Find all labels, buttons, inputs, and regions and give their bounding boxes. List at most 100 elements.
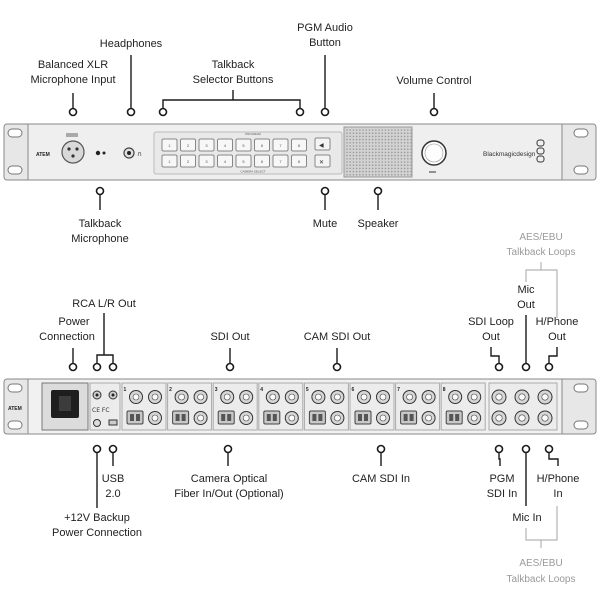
- selector-button-bottom[interactable]: [254, 154, 270, 168]
- callout-talkback-selector-l2: Selector Buttons: [193, 74, 274, 86]
- xlr-release-tab: [66, 133, 78, 137]
- selector-button-label: 2: [187, 159, 190, 164]
- selector-button-label: 6: [261, 159, 264, 164]
- selector-button-label: 2: [187, 143, 190, 148]
- front-brand: Blackmagicdesign: [483, 151, 536, 158]
- talkback-loop-connectors: [491, 389, 553, 426]
- selector-button-top[interactable]: [217, 138, 233, 152]
- channel-number: 4: [260, 387, 263, 393]
- optical-fiber-port: [126, 410, 144, 425]
- selector-button-top[interactable]: [272, 138, 289, 152]
- rack-slot: [573, 165, 589, 175]
- channel-number: 1: [124, 387, 127, 393]
- callout-cam-sdi-in: CAM SDI In: [352, 473, 410, 485]
- selector-button-label: 4: [224, 159, 227, 164]
- callout-mic-out-l2: Out: [517, 299, 535, 311]
- mute-button[interactable]: [314, 154, 331, 168]
- leader-dot: [68, 107, 78, 117]
- channel-number: 8: [443, 387, 446, 393]
- callout-cam-sdi-out: CAM SDI Out: [304, 331, 371, 343]
- selector-button-bottom[interactable]: [235, 154, 252, 168]
- rear-callouts-above: Power Connection RCA L/R Out SDI Out CAM…: [39, 232, 579, 372]
- callout-usb-l2: 2.0: [105, 488, 120, 500]
- selector-button-top[interactable]: [291, 138, 307, 152]
- callout-mic-out-l1: Mic: [517, 284, 535, 296]
- callout-mute: Mute: [313, 218, 337, 230]
- callout-hphone-in-l1: H/Phone: [537, 473, 580, 485]
- selector-button-top[interactable]: [235, 138, 252, 152]
- channel-number: 7: [397, 387, 400, 393]
- channel-number: 5: [306, 387, 309, 393]
- selector-button-label: 5: [242, 159, 245, 164]
- mute-icon: ✕: [319, 159, 324, 166]
- optical-fiber-port: [354, 410, 372, 425]
- callout-backup-power-l2: Power Connection: [52, 527, 142, 539]
- front-callouts-below: Talkback Microphone Mute Speaker: [71, 186, 399, 245]
- selector-button-label: 3: [205, 159, 208, 164]
- callout-talkback-mic-l1: Talkback: [79, 218, 122, 230]
- callout-power-l2: Connection: [39, 331, 95, 343]
- selector-button-label: 7: [279, 143, 282, 148]
- pgm-audio-button[interactable]: [314, 137, 331, 151]
- xlr-input: [61, 140, 85, 164]
- optical-fiber-port: [263, 410, 281, 425]
- selector-button-label: 5: [242, 143, 245, 148]
- callout-mic-in: Mic In: [512, 512, 541, 524]
- selector-button-top[interactable]: [198, 138, 215, 152]
- rear-callouts-below: +12V Backup Power Connection USB 2.0 Cam…: [52, 444, 580, 585]
- callout-usb-l1: USB: [102, 473, 125, 485]
- volume-knob[interactable]: [421, 140, 447, 166]
- callout-hphone-out-l2: Out: [548, 331, 566, 343]
- callout-balanced-xlr-l2: Microphone Input: [31, 74, 116, 86]
- rack-slot: [7, 165, 23, 175]
- callout-aes-top-l2: Talkback Loops: [507, 247, 576, 258]
- selector-button-label: 4: [224, 143, 227, 148]
- callout-headphones: Headphones: [100, 38, 163, 50]
- callout-pgm-audio-l2: Button: [309, 37, 341, 49]
- optical-fiber-port: [172, 410, 190, 425]
- callout-volume: Volume Control: [396, 75, 471, 87]
- optical-fiber-port: [217, 410, 235, 425]
- callout-camera-optical-l1: Camera Optical: [191, 473, 267, 485]
- buttons-bottom-label: CAMERA SELECT: [240, 170, 265, 174]
- front-callouts-above: Balanced XLR Microphone Input Headphones…: [31, 22, 472, 117]
- callout-aes-bottom-l1: AES/EBU: [519, 558, 562, 569]
- callout-aes-bottom-l2: Talkback Loops: [507, 574, 576, 585]
- speaker-grille-perforation: [346, 129, 412, 176]
- rack-slot: [7, 128, 23, 138]
- selector-button-label: 8: [298, 159, 301, 164]
- callout-talkback-selector-l1: Talkback: [212, 59, 255, 71]
- selector-button-bottom[interactable]: [291, 154, 307, 168]
- selector-button-top[interactable]: [161, 138, 178, 152]
- selector-button-bottom[interactable]: [161, 154, 178, 168]
- callout-aes-top-l1: AES/EBU: [519, 232, 562, 243]
- talkback-mic-hole: [95, 150, 101, 156]
- selector-button-bottom[interactable]: [217, 154, 233, 168]
- callout-hphone-in-l2: In: [553, 488, 562, 500]
- callout-talkback-mic-l2: Microphone: [71, 233, 128, 245]
- buttons-top-label: PROGRAM: [245, 132, 261, 136]
- selector-button-top[interactable]: [180, 138, 196, 152]
- channel-number: 6: [352, 387, 355, 393]
- callout-camera-optical-l2: Fiber In/Out (Optional): [174, 488, 283, 500]
- callout-balanced-xlr-l1: Balanced XLR: [38, 59, 108, 71]
- callout-speaker: Speaker: [358, 218, 399, 230]
- callout-hphone-out-l1: H/Phone: [536, 316, 579, 328]
- selector-button-label: 1: [168, 159, 171, 164]
- selector-button-bottom[interactable]: [180, 154, 196, 168]
- rear-logo: ATEM: [8, 406, 22, 412]
- callout-sdi-out: SDI Out: [210, 331, 249, 343]
- selector-button-bottom[interactable]: [198, 154, 215, 168]
- rack-slot: [573, 128, 589, 138]
- selector-button-top[interactable]: [254, 138, 270, 152]
- selector-button-label: 6: [261, 143, 264, 148]
- callout-rca: RCA L/R Out: [72, 298, 136, 310]
- selector-button-bottom[interactable]: [272, 154, 289, 168]
- channel-number: 2: [169, 387, 172, 393]
- callout-pgm-sdi-in-l2: SDI In: [487, 488, 518, 500]
